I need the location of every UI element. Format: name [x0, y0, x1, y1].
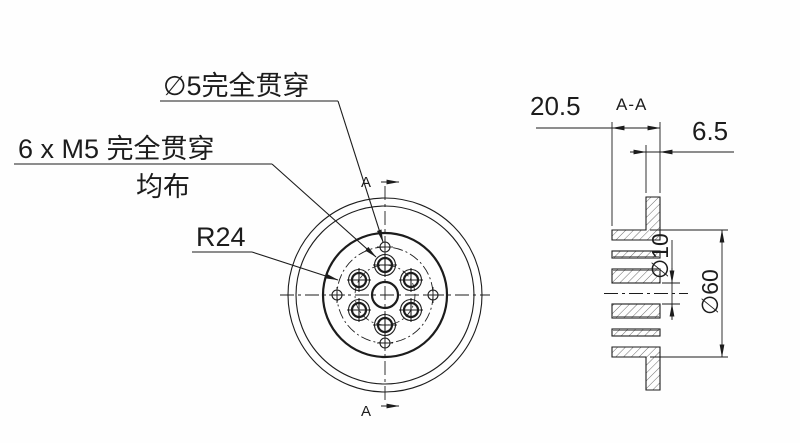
front-view — [280, 186, 490, 404]
dim-flange-thickness-text: 6.5 — [692, 116, 728, 146]
hatch-region — [611, 328, 661, 337]
hatch-region-bottom — [611, 346, 661, 391]
section-cut-markers: A A — [361, 174, 400, 420]
callout-m5-leader — [271, 163, 377, 258]
m5-screw — [347, 268, 371, 292]
hatch-region — [611, 250, 661, 259]
callout-m5-label: 6 x M5 完全贯穿 — [18, 134, 215, 164]
callout-r24-leader — [251, 251, 339, 281]
m5-screw — [399, 298, 423, 322]
d5-hole — [377, 335, 393, 351]
dim-overall-width-text: 20.5 — [530, 91, 581, 121]
callout-d5-leader — [337, 100, 384, 243]
section-view-title: A-A — [616, 95, 647, 114]
screw-pitch-circle — [354, 264, 416, 326]
m5-screw — [347, 298, 371, 322]
second-rim-circle — [295, 205, 475, 385]
outer-rim-circle — [287, 197, 483, 393]
m5-screw — [373, 253, 397, 277]
d5-hole — [329, 287, 345, 303]
callout-r24-label: R24 — [196, 222, 246, 252]
hatch-region — [611, 303, 661, 319]
section-marker-top: A — [361, 174, 371, 191]
dim-bore-dia-text: ∅10 — [647, 233, 673, 279]
center-bore-circle — [370, 280, 400, 310]
section-marker-bottom: A — [361, 403, 371, 420]
flange-face-circle — [321, 231, 449, 359]
hatch-region-top — [611, 196, 661, 241]
callout-d5-label: ∅5完全贯穿 — [163, 71, 310, 101]
dim-body-dia-text: ∅60 — [697, 269, 723, 315]
d5-hole — [377, 239, 393, 255]
dimensions: 20.5 A-A 6.5 ∅10 ∅60 — [530, 91, 734, 358]
callout-m5-line2: 均布 — [136, 172, 190, 202]
section-view — [604, 196, 688, 391]
hatch-region — [611, 268, 661, 284]
callouts: ∅5完全贯穿 6 x M5 完全贯穿 均布 R24 — [14, 71, 384, 281]
d5-hole — [425, 287, 441, 303]
m5-screw — [373, 313, 397, 337]
m5-screw — [399, 268, 423, 292]
